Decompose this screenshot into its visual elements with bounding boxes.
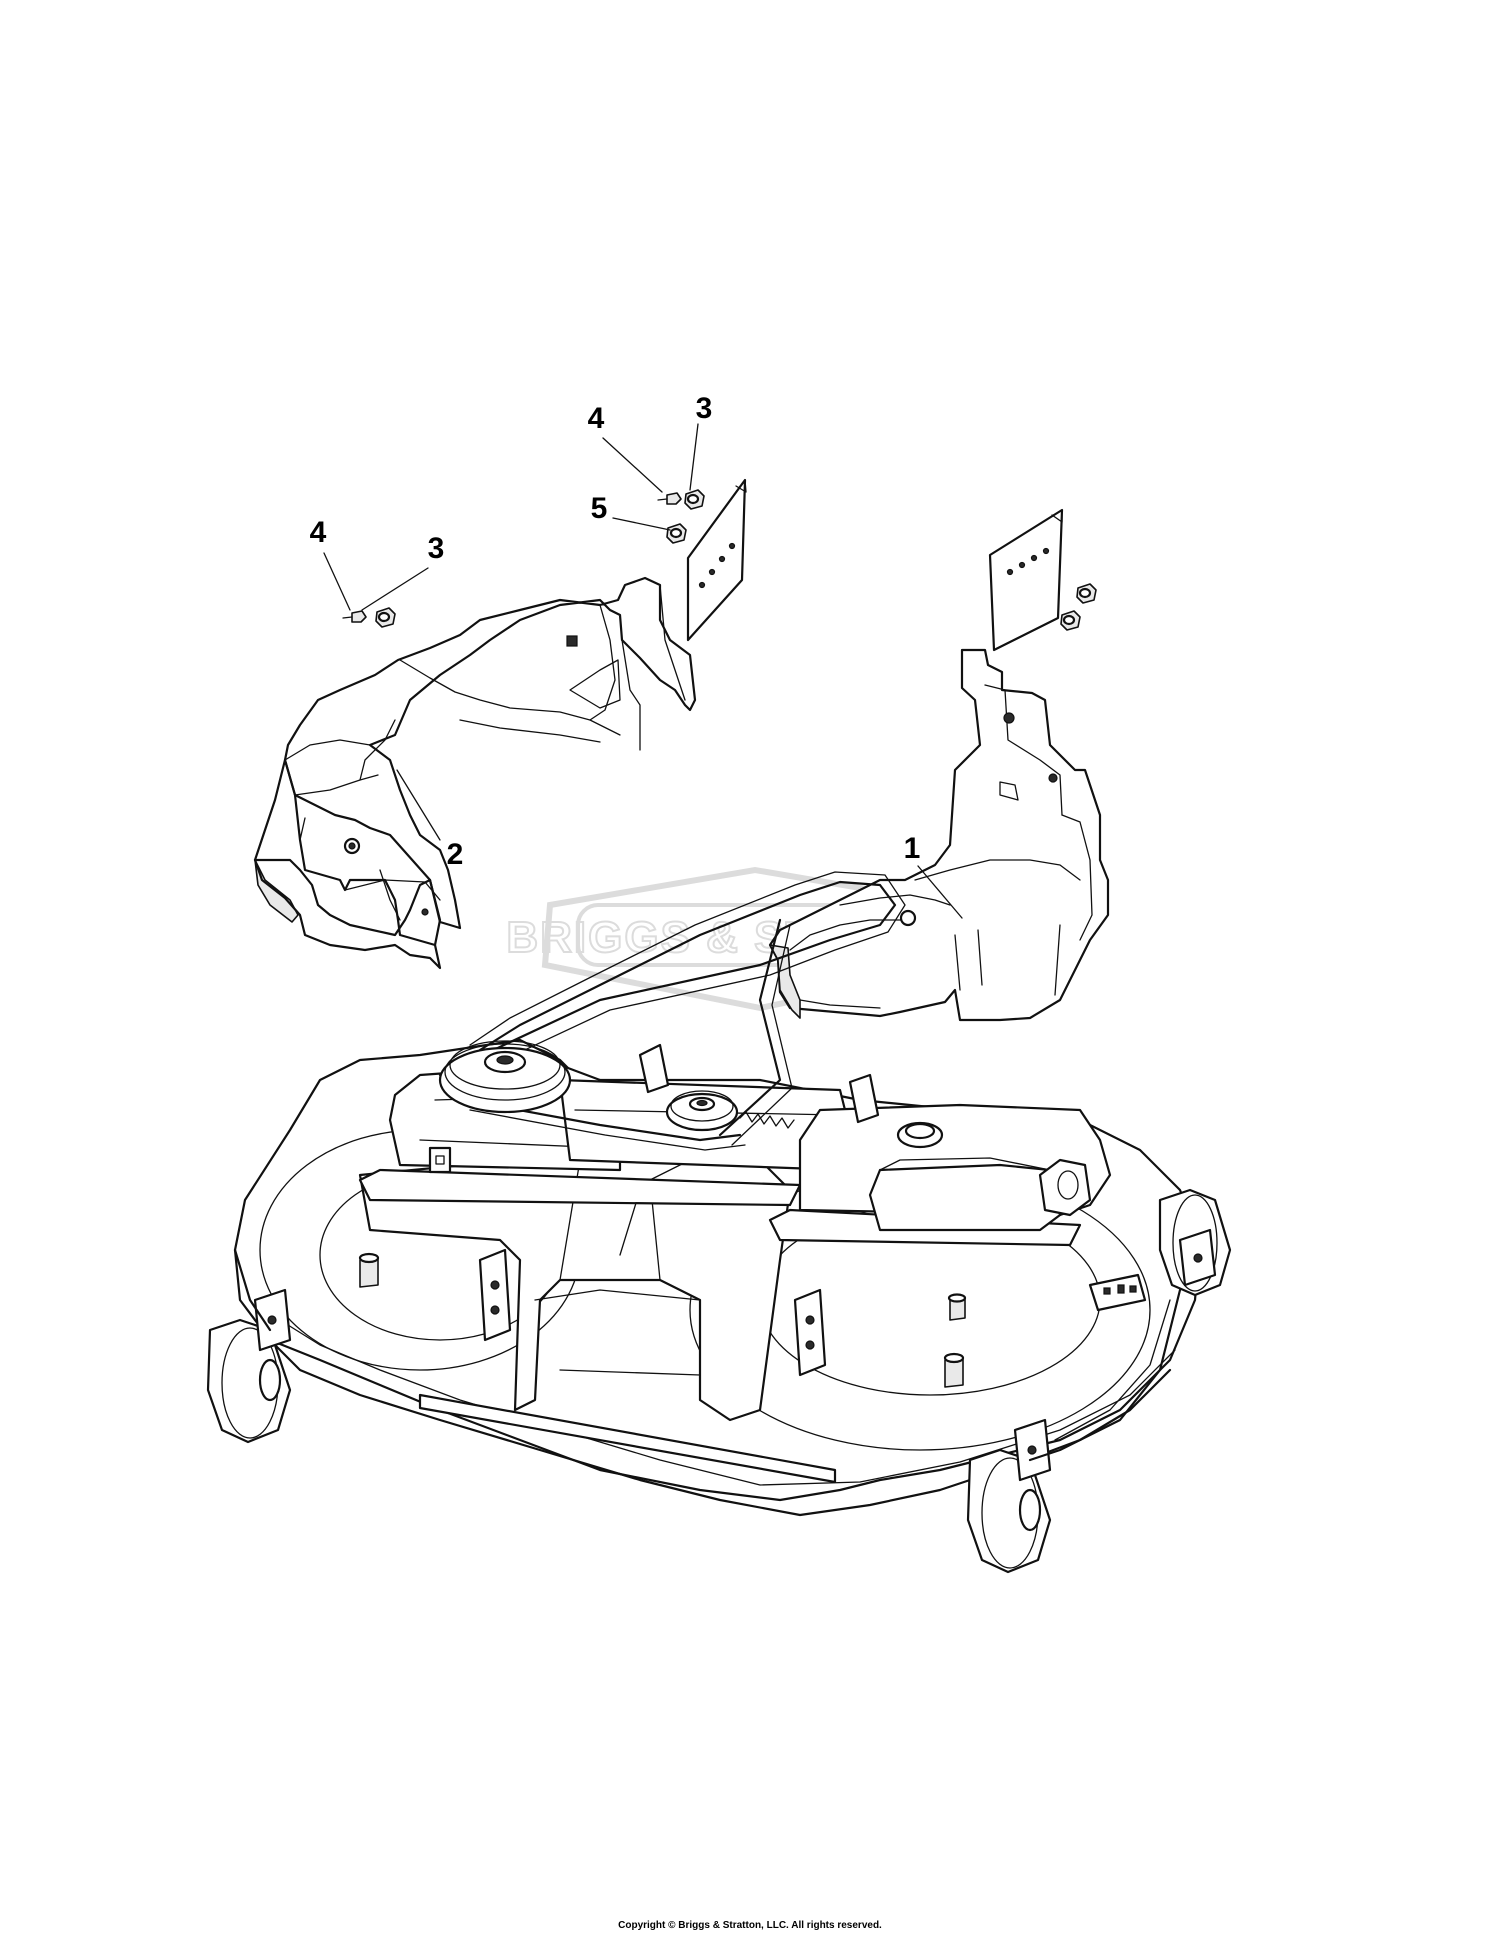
right-discharge-chute [768,648,1110,1022]
upper-fastener-bolt-2 [666,523,687,544]
left-chute-skirt [253,758,442,970]
rear-right-wheel [1158,1188,1232,1297]
chute-bolt-hole-icon [1003,712,1015,724]
chute-bolt-icon [899,909,917,927]
center-grease-fitting-icon [947,1293,967,1321]
deck-decal-icon [1088,1273,1147,1312]
chute-bolt-hole-icon [1048,773,1058,783]
upper-fastener-nut [684,489,705,510]
callout-4-left: 4 [310,516,327,549]
copyright-footer: Copyright © Briggs & Stratton, LLC. All … [618,1920,882,1931]
deck-roller-arms [233,1248,1182,1462]
callout-3-left: 3 [428,532,445,565]
left-deflector-plate [686,478,747,642]
idler-arm-bracket [638,1043,880,1124]
idler-tension-spring [739,1111,795,1129]
leader-lines [323,423,963,919]
front-left-wheel [206,1288,292,1444]
left-fastener-bolt [342,610,367,623]
left-discharge-chute [254,576,697,930]
chute-slot-icon [566,635,578,647]
upper-fastener-bolt [657,492,682,505]
right-fastener-bolt [1060,610,1081,631]
callouts: 1 2 3 3 4 4 5 [310,392,921,871]
left-fastener-nut [375,607,396,628]
idler-pulley [665,1090,739,1132]
callout-4-upper: 4 [588,402,605,435]
right-deflector-plate [988,508,1064,652]
right-grease-fitting-icon [943,1352,965,1388]
left-grease-fitting-icon [358,1252,380,1288]
callout-2: 2 [447,838,464,871]
drive-belt [438,871,906,1151]
front-right-wheel [966,1418,1052,1574]
callout-5: 5 [591,492,608,525]
callout-3-upper: 3 [696,392,713,425]
main-spindle-pulley [438,1040,572,1114]
right-fastener-nut [1076,583,1097,604]
callout-1: 1 [904,832,921,865]
